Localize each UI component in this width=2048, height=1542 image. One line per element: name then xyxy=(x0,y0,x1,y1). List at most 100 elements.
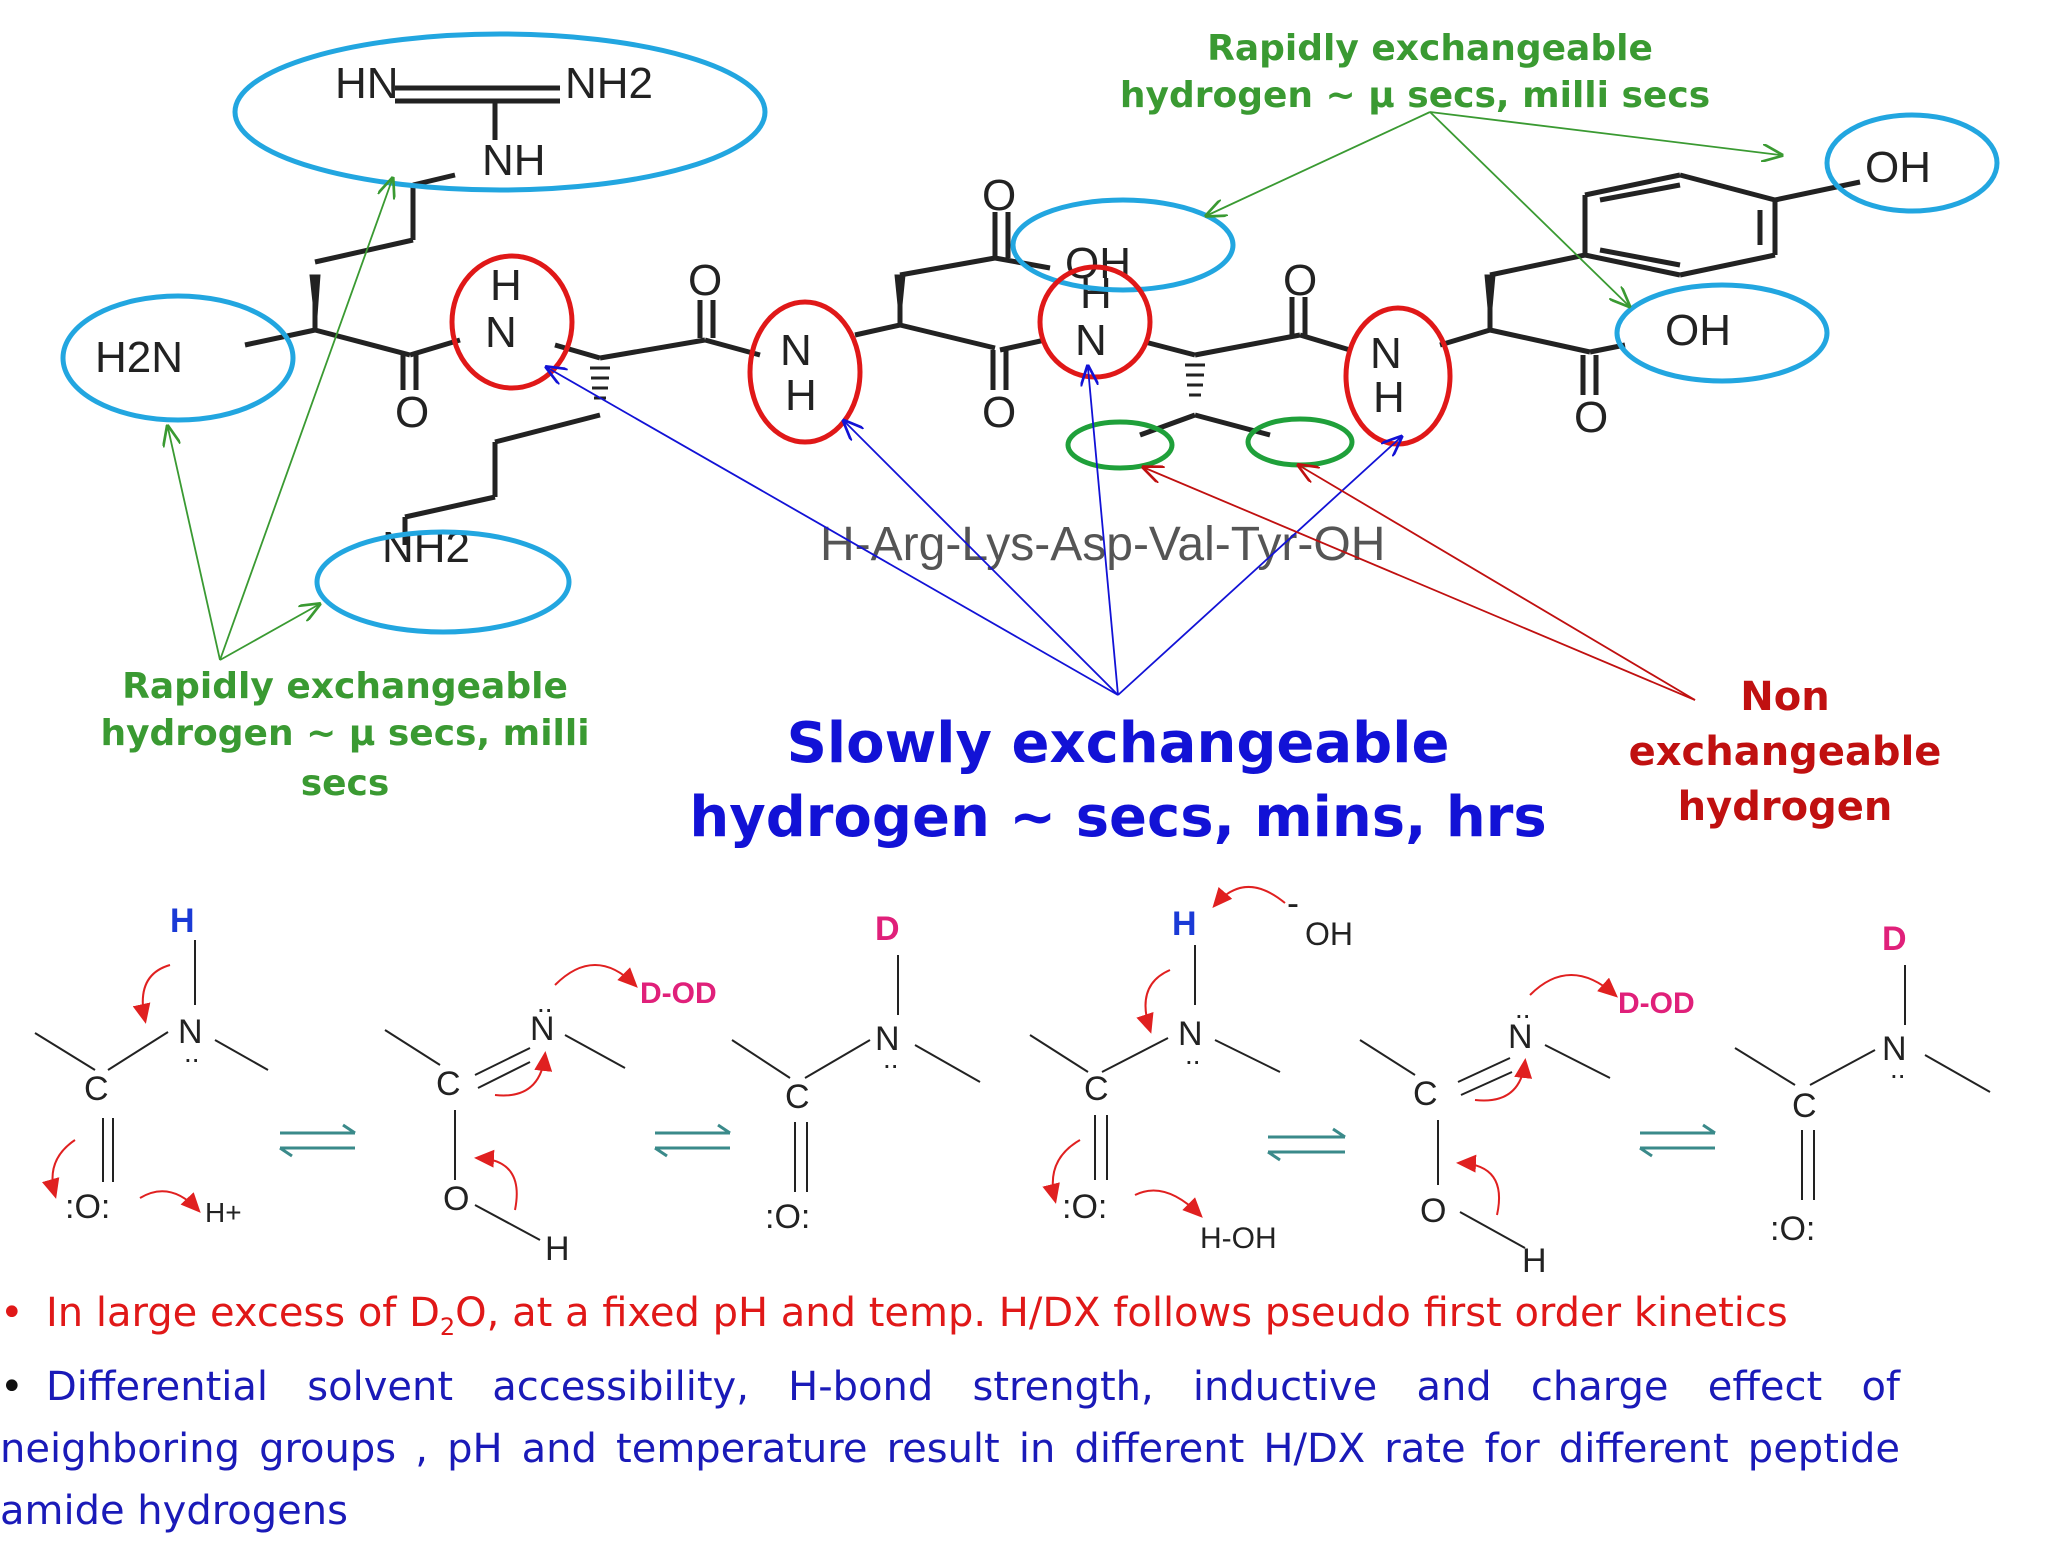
mech5-n-lp: .. xyxy=(1515,993,1531,1024)
mech4-n-lp: .. xyxy=(1185,1039,1201,1070)
mech6-n: N xyxy=(1882,1030,1907,1068)
mech-step-1: H N .. C :O: H+ xyxy=(34,902,269,1228)
mech4-o: :O: xyxy=(1062,1188,1107,1226)
guanidine-nh: NH xyxy=(482,136,546,185)
mech5-o: O xyxy=(1420,1192,1446,1230)
mech2-o: O xyxy=(443,1180,469,1218)
mech-step-6: D N .. C :O: xyxy=(1734,920,1991,1248)
mech6-n-lp: .. xyxy=(1890,1053,1906,1084)
eq-arrow-3 xyxy=(1267,1127,1346,1162)
rapid-circles xyxy=(60,31,2000,635)
non-label: Non exchangeable hydrogen xyxy=(1629,674,1942,830)
mech1-c: C xyxy=(84,1070,109,1108)
mech-step-4: H - OH N .. C :O: H-OH xyxy=(1029,882,1353,1255)
mech4-h: H xyxy=(1172,905,1197,943)
amide3-h: H xyxy=(1080,269,1112,318)
mech6-d: D xyxy=(1882,920,1907,958)
c-terminus-oh: OH xyxy=(1665,306,1731,355)
eq-arrow-2 xyxy=(654,1123,731,1158)
slow-arrows xyxy=(548,368,1400,696)
mech3-n-lp: .. xyxy=(883,1043,899,1074)
guanidine-nh2: NH2 xyxy=(565,59,653,108)
asp-side-oh: OH xyxy=(1065,239,1131,288)
mech6-c: C xyxy=(1792,1087,1817,1125)
asp-carbonyl-o: O xyxy=(982,171,1016,220)
carbonyl3-o: O xyxy=(982,388,1016,437)
mech1-n: N xyxy=(178,1013,203,1051)
mech3-d: D xyxy=(875,910,900,948)
rapid-left-line1: Rapidly exchangeable xyxy=(122,666,568,707)
bullet-1-post: O, at a fixed pH and temp. H/DX follows … xyxy=(455,1290,1788,1336)
mech5-h: H xyxy=(1522,1242,1547,1280)
eq-arrow-1 xyxy=(279,1123,356,1158)
non-line1: Non xyxy=(1740,674,1829,720)
mech5-n: N xyxy=(1508,1018,1533,1056)
guanidine-hn: HN xyxy=(335,59,399,108)
amide2-h: H xyxy=(785,371,817,420)
amide4-h: H xyxy=(1373,373,1405,422)
amide4-n: N xyxy=(1370,329,1402,378)
non-circles xyxy=(1065,416,1355,471)
rapid-left-line2: hydrogen ~ μ secs, milli xyxy=(100,713,589,754)
atom-labels: HN NH2 NH H2N NH2 H N O N H O O OH H N O… xyxy=(95,59,1931,572)
stereo-bonds xyxy=(309,274,1496,400)
non-line3: hydrogen xyxy=(1678,784,1893,830)
amide1-n: N xyxy=(485,308,517,357)
circle-n-terminus xyxy=(60,293,296,423)
circle-val-methyl1 xyxy=(1065,419,1175,471)
mech4-oh: OH xyxy=(1305,916,1353,952)
mech3-o: :O: xyxy=(765,1198,810,1236)
mech1-o: :O: xyxy=(65,1188,110,1226)
circle-c-terminus-oh xyxy=(1614,282,1830,384)
circle-asp-oh xyxy=(1010,197,1236,293)
rapid-left-line3: secs xyxy=(301,763,390,804)
mech4-n: N xyxy=(1178,1015,1203,1053)
rapid-top-line1: Rapidly exchangeable xyxy=(1207,28,1653,69)
slow-line2: hydrogen ~ secs, mins, hrs xyxy=(689,785,1546,850)
carbonyl4-o: O xyxy=(1283,256,1317,305)
circle-lys-amine xyxy=(314,529,572,635)
bullet-1-sub: 2 xyxy=(439,1313,456,1341)
tyr-side-oh: OH xyxy=(1865,143,1931,192)
mech4-c: C xyxy=(1084,1070,1109,1108)
amide2-n: N xyxy=(780,326,812,375)
rapid-label-top: Rapidly exchangeable hydrogen ~ μ secs, … xyxy=(1120,28,1710,116)
mech1-n-lp: .. xyxy=(184,1037,200,1068)
rapid-label-left: Rapidly exchangeable hydrogen ~ μ secs, … xyxy=(100,666,589,804)
circle-val-methyl2 xyxy=(1245,416,1355,468)
amide1-h: H xyxy=(490,261,522,310)
n-terminus: H2N xyxy=(95,333,183,382)
bullet-dot-2: • xyxy=(0,1364,24,1410)
mech5-c: C xyxy=(1413,1075,1438,1113)
bullet-2-text: Differential solvent accessibility, H-bo… xyxy=(0,1364,1900,1534)
bullet-1: •In large excess of D2O, at a fixed pH a… xyxy=(0,1290,1788,1341)
mech1-h: H xyxy=(170,902,195,940)
bullet-dot-1: • xyxy=(0,1290,24,1336)
mech-step-3: D N .. C :O: xyxy=(731,910,981,1236)
eq-arrow-4 xyxy=(1639,1123,1716,1158)
mech3-c: C xyxy=(785,1078,810,1116)
circle-tyr-oh xyxy=(1824,112,2000,214)
bullet-2: •Differential solvent accessibility, H-b… xyxy=(0,1356,1900,1542)
circle-guanidine xyxy=(232,31,768,193)
carbonyl2-o: O xyxy=(688,256,722,305)
non-line2: exchangeable xyxy=(1629,729,1942,775)
carbonyl5-o: O xyxy=(1574,393,1608,442)
mechanism: H N .. C :O: H+ xyxy=(34,882,1991,1280)
carbonyl1-o: O xyxy=(395,388,429,437)
mech6-o: :O: xyxy=(1770,1210,1815,1248)
mech2-n-lp: .. xyxy=(537,987,553,1018)
mech2-n: N xyxy=(530,1010,555,1048)
mech5-dod: D-OD xyxy=(1618,987,1695,1020)
mech4-hoh: H-OH xyxy=(1200,1222,1277,1255)
non-arrows xyxy=(1145,466,1696,701)
mech1-hplus: H+ xyxy=(205,1197,242,1228)
circle-amide1 xyxy=(449,253,575,391)
mech-step-2: N .. C O H D-OD xyxy=(384,964,717,1268)
mech2-h: H xyxy=(545,1230,570,1268)
mech2-dod: D-OD xyxy=(640,977,717,1010)
mech4-minus: - xyxy=(1287,882,1299,923)
mech2-c: C xyxy=(436,1065,461,1103)
circle-amide2 xyxy=(747,299,863,445)
